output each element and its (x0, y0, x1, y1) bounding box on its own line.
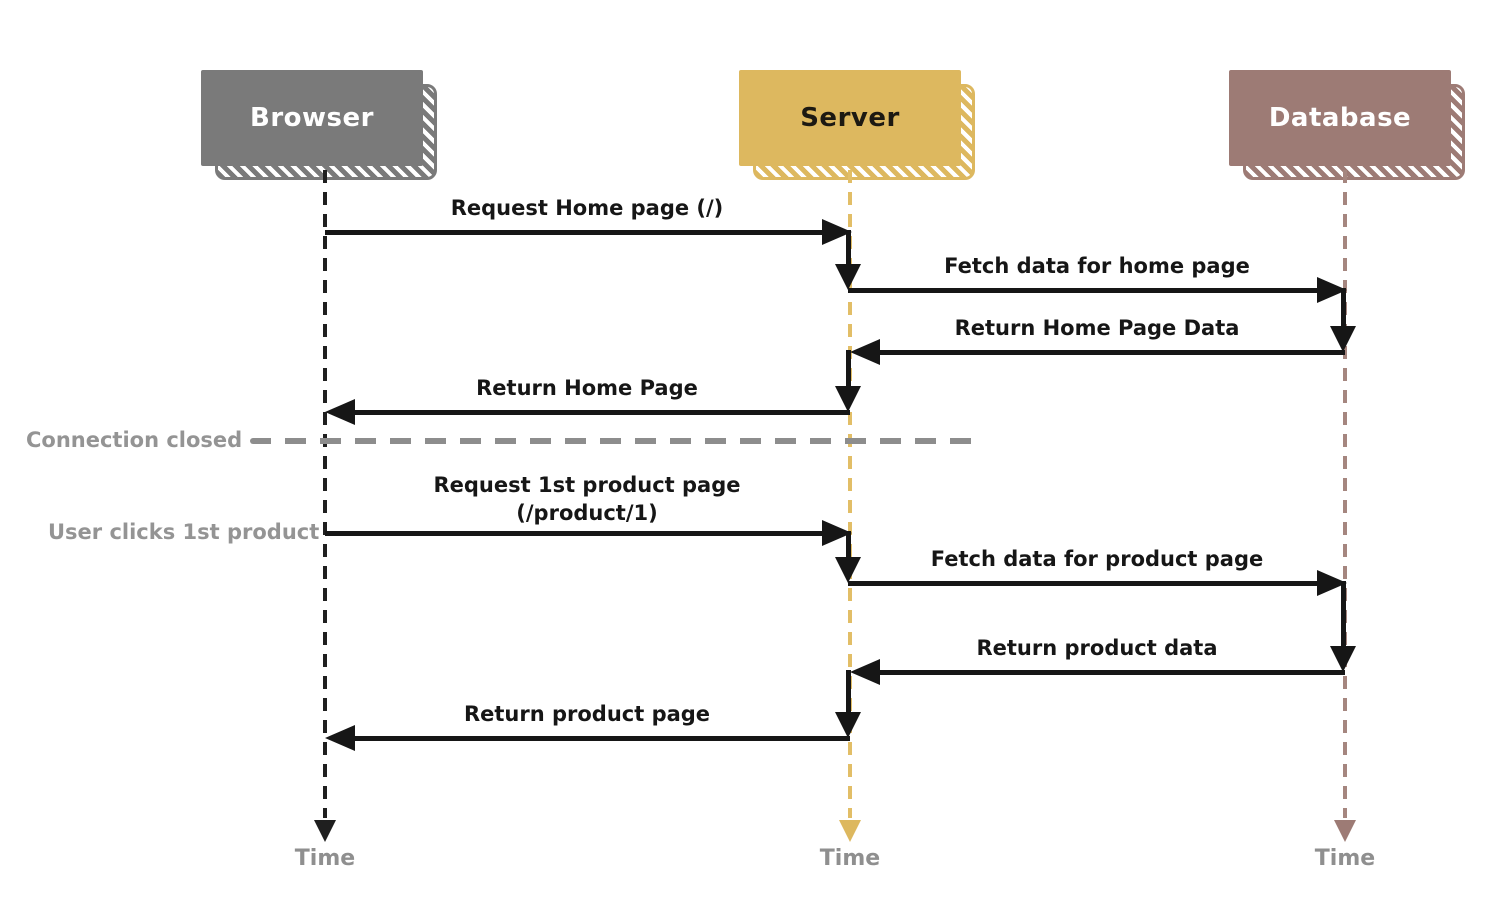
actor-browser-label: Browser (250, 103, 374, 133)
message-arrow-line (848, 581, 1321, 586)
database-drop-line (1341, 288, 1346, 328)
server-drop-line (846, 230, 851, 268)
arrowhead-down-icon (1330, 646, 1356, 672)
arrowhead-left-icon (850, 339, 880, 365)
server-time-label: Time (819, 846, 881, 871)
message-label: Fetch data for home page (944, 254, 1250, 278)
server-lifeline (848, 170, 852, 818)
arrowhead-left-icon (325, 399, 355, 425)
arrowhead-down-icon (1330, 326, 1356, 352)
message-arrow-line (848, 288, 1321, 293)
message-arrow-line (874, 670, 1345, 675)
browser-lifeline (323, 170, 327, 818)
message-label: Request Home page (/) (450, 196, 724, 220)
message-label: Return product page (463, 702, 711, 726)
message-arrow-line (349, 736, 850, 741)
arrowhead-down-icon (835, 386, 861, 412)
message-arrow-line (325, 531, 826, 536)
arrowhead-left-icon (325, 725, 355, 751)
message-label: Return product data (976, 636, 1218, 660)
actor-server-label: Server (800, 103, 900, 133)
database-lifeline (1343, 170, 1347, 818)
actor-server-box: Server (739, 70, 961, 166)
server-lifeline-arrow-icon (839, 820, 861, 842)
database-drop-line (1341, 581, 1346, 648)
message-label: Fetch data for product page (930, 547, 1264, 571)
connection-closed-label: Connection closed (26, 428, 243, 452)
server-drop-line (846, 350, 851, 388)
actor-browser: Browser (201, 70, 437, 180)
database-lifeline-arrow-icon (1334, 820, 1356, 842)
message-label: Request 1st product page (433, 473, 741, 497)
actor-database-label: Database (1268, 103, 1412, 133)
message-label: Return Home Page Data (954, 316, 1240, 340)
actor-database: Database (1229, 70, 1465, 180)
arrowhead-down-icon (835, 712, 861, 738)
message-label-line2: (/product/1) (516, 501, 658, 525)
message-arrow-line (349, 410, 850, 415)
browser-time-label: Time (294, 846, 356, 871)
arrowhead-left-icon (850, 659, 880, 685)
browser-lifeline-arrow-icon (314, 820, 336, 842)
arrowhead-down-icon (835, 264, 861, 290)
message-arrow-line (325, 230, 826, 235)
actor-server: Server (739, 70, 975, 180)
message-label: Return Home Page (476, 376, 698, 400)
server-drop-line (846, 670, 851, 714)
database-time-label: Time (1314, 846, 1376, 871)
connection-closed-divider (250, 438, 982, 444)
message-arrow-line (874, 350, 1345, 355)
actor-database-box: Database (1229, 70, 1451, 166)
user-clicks-label: User clicks 1st product (48, 520, 320, 544)
arrowhead-down-icon (835, 557, 861, 583)
server-drop-line (846, 531, 851, 559)
actor-browser-box: Browser (201, 70, 423, 166)
